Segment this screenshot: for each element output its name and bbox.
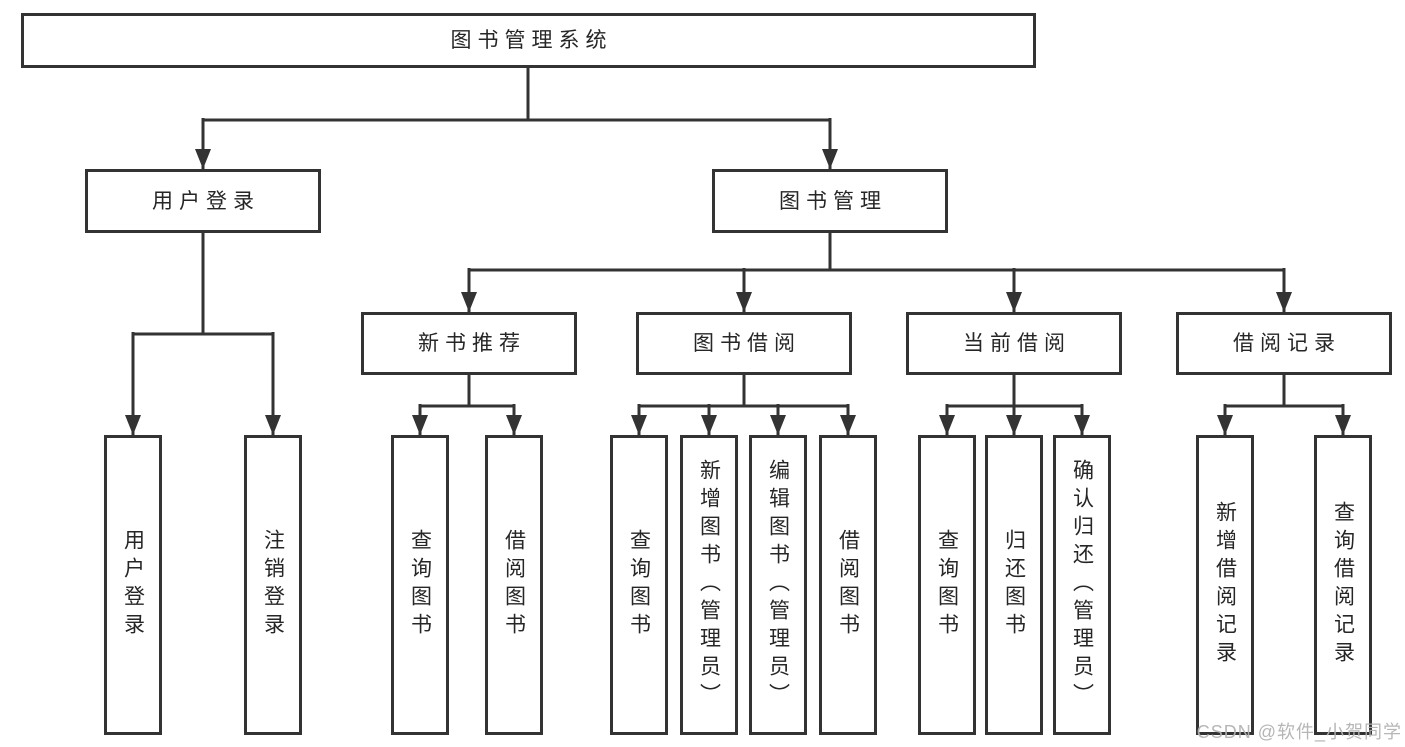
node-root: 图书管理系统 bbox=[21, 13, 1036, 68]
node-borrow-record: 借阅记录 bbox=[1176, 312, 1392, 375]
node-new-book-recommend: 新书推荐 bbox=[361, 312, 577, 375]
leaf-add-book-admin: 新增图书（管理员） bbox=[680, 435, 738, 735]
leaf-borrow-books: 借阅图书 bbox=[819, 435, 877, 735]
leaf-add-borrow-record: 新增借阅记录 bbox=[1196, 435, 1254, 735]
leaf-return-book: 归还图书 bbox=[985, 435, 1043, 735]
leaf-edit-book-admin: 编辑图书（管理员） bbox=[749, 435, 807, 735]
leaf-query-borrow-record: 查询借阅记录 bbox=[1314, 435, 1372, 735]
node-current-borrow: 当前借阅 bbox=[906, 312, 1122, 375]
leaf-query-books-recommend: 查询图书 bbox=[391, 435, 449, 735]
node-book-borrow: 图书借阅 bbox=[636, 312, 852, 375]
leaf-query-books-current: 查询图书 bbox=[918, 435, 976, 735]
leaf-user-login: 用户登录 bbox=[104, 435, 162, 735]
leaf-logout: 注销登录 bbox=[244, 435, 302, 735]
leaf-borrow-books-recommend: 借阅图书 bbox=[485, 435, 543, 735]
leaf-confirm-return-admin: 确认归还（管理员） bbox=[1053, 435, 1111, 735]
node-user-login: 用户登录 bbox=[85, 169, 321, 233]
leaf-query-books-borrow: 查询图书 bbox=[610, 435, 668, 735]
node-book-management: 图书管理 bbox=[712, 169, 948, 233]
